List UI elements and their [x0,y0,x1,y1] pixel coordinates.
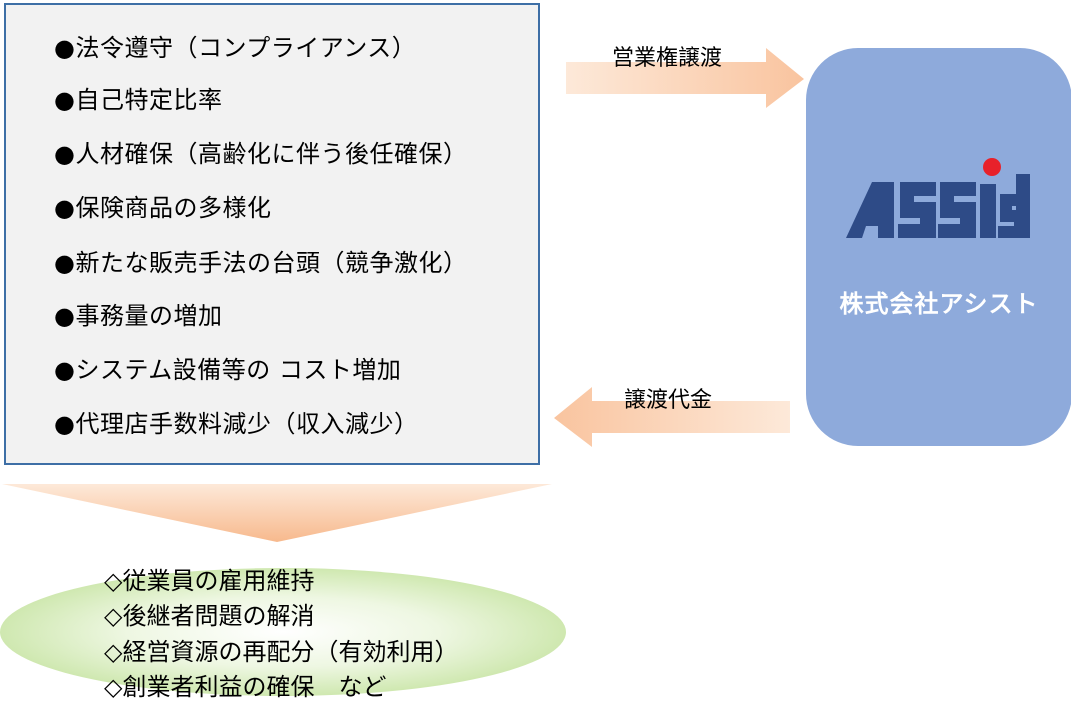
results-oval [0,568,566,696]
issue-item: ●代理店手数料減少（収入減少） [54,410,419,438]
result-item: ◇従業員の雇用維持 [104,567,315,595]
issues-box: ●法令遵守（コンプライアンス） ●自己特定比率 ●人材確保（高齢化に伴う後任確保… [4,3,540,465]
assist-logo [846,158,1030,238]
issue-item: ●新たな販売手法の台頭（競争激化） [54,249,468,277]
issue-item: ●法令遵守（コンプライアンス） [54,34,417,62]
payment-arrow-label: 譲渡代金 [624,388,713,413]
transfer-arrow-label: 営業権譲渡 [612,46,723,71]
result-item: ◇後継者問題の解消 [104,602,315,630]
payment-arrow [554,387,790,447]
issue-item: ●保険商品の多様化 [54,194,272,222]
company-box: 株式会社アシスト [806,48,1071,446]
issue-item: ●自己特定比率 [54,86,223,114]
down-arrow [2,484,552,542]
result-item: ◇経営資源の再配分（有効利用） [104,638,459,666]
issue-item: ●人材確保（高齢化に伴う後任確保） [54,140,468,168]
company-name: 株式会社アシスト [839,290,1039,318]
issue-item: ●システム設備等の コスト増加 [54,356,402,384]
issue-item: ●事務量の増加 [54,302,223,330]
transfer-arrow [566,48,804,108]
result-item: ◇創業者利益の確保 など [104,673,387,701]
